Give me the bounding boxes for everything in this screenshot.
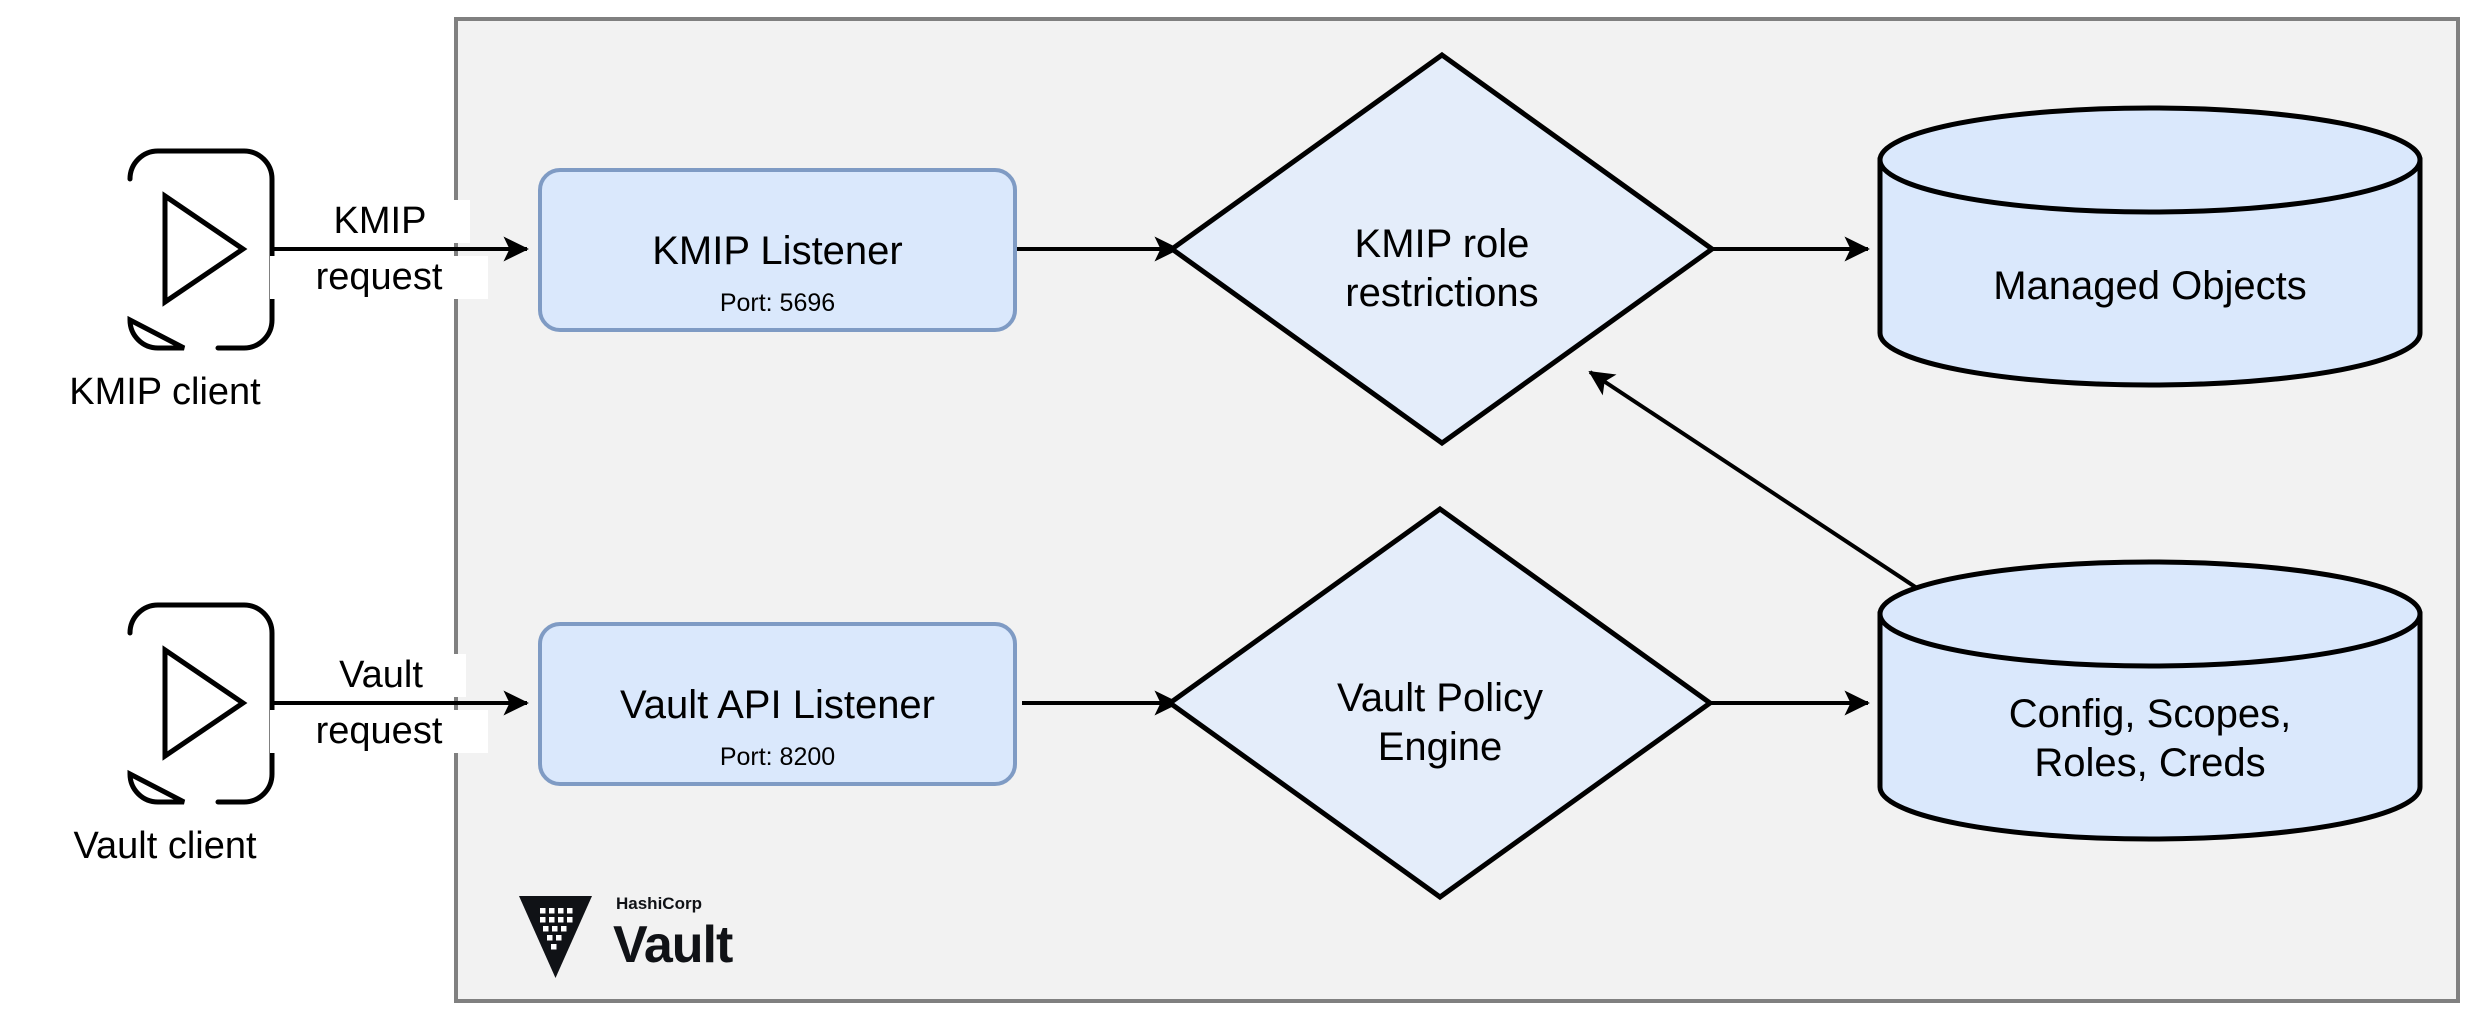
kmip-client-shape [127, 148, 275, 351]
logo-hashicorp-text: HashiCorp [616, 894, 702, 913]
vault-client-shape [127, 602, 275, 805]
managed-objects-shape [1877, 105, 2423, 388]
config-store-shape [1877, 559, 2423, 842]
kmip-role-restrictions-shape [1167, 51, 1717, 447]
kmip-listener-shape [538, 168, 1017, 332]
edge-config-store-to-roles [1588, 370, 1937, 602]
logo-vault-text: Vault [613, 916, 733, 974]
vault-triangle-icon [519, 896, 592, 978]
vault-api-listener-shape [538, 622, 1017, 786]
vault-policy-engine-shape [1165, 505, 1715, 901]
